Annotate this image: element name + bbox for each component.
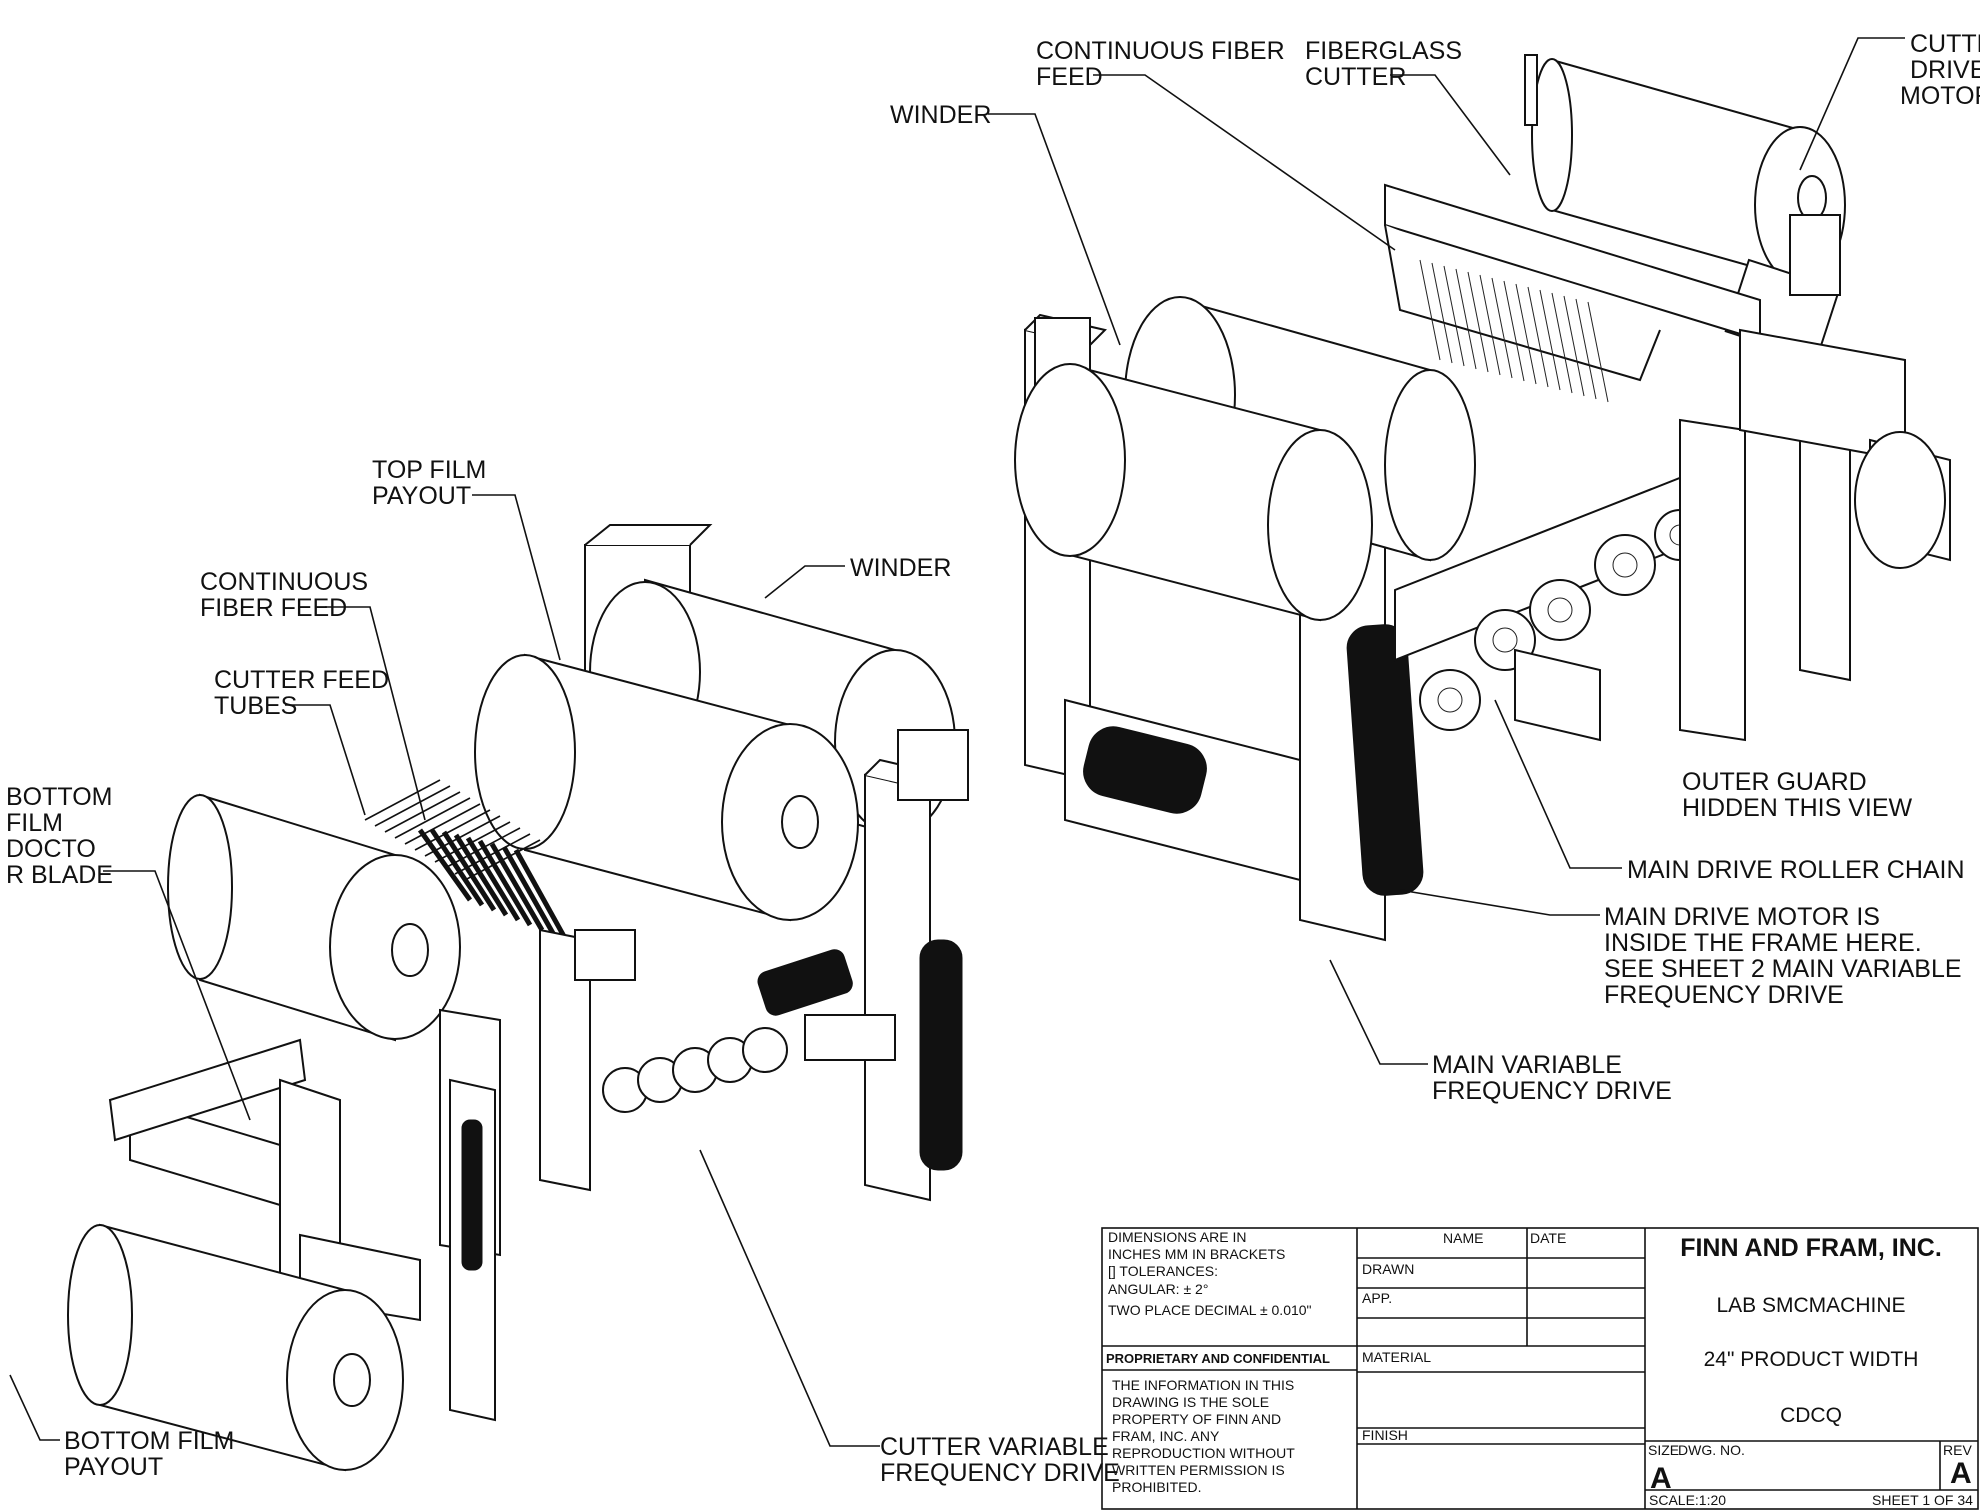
label-top-film-payout-2: PAYOUT: [372, 482, 471, 510]
label-main-drive-motor-4: FREQUENCY DRIVE: [1604, 981, 1844, 1009]
callout-labels: CUTTER DRIVE MOTOR CONTINUOUS FIBER FEED…: [6, 30, 1980, 1487]
tb-dimensions-5: TWO PLACE DECIMAL ± 0.010": [1108, 1302, 1312, 1318]
left-machine-illustration: [67, 524, 969, 1472]
tb-material: MATERIAL: [1362, 1349, 1431, 1365]
tb-notice-3: PROPERTY OF FINN AND: [1112, 1411, 1281, 1427]
tb-dimensions-4: ANGULAR: ± 2°: [1108, 1281, 1208, 1297]
leader-lines: [9, 37, 1905, 1447]
label-main-drive-motor-2: INSIDE THE FRAME HERE.: [1604, 929, 1922, 957]
label-continuous-fiber-feed-right-1: CONTINUOUS FIBER: [1036, 37, 1285, 65]
tb-dimensions-1: DIMENSIONS ARE IN: [1108, 1229, 1246, 1245]
tb-notice-1: THE INFORMATION IN THIS: [1112, 1377, 1294, 1393]
label-cutter-drive-motor-3: MOTOR: [1900, 82, 1980, 110]
label-bottom-film-doctor-blade-4: R BLADE: [6, 861, 113, 889]
label-winder-left: WINDER: [850, 554, 951, 582]
tb-notice-2: DRAWING IS THE SOLE: [1112, 1394, 1269, 1410]
tb-size-label: SIZE: [1648, 1442, 1679, 1458]
tb-notice-6: WRITTEN PERMISSION IS: [1112, 1462, 1285, 1478]
tb-size: A: [1650, 1462, 1672, 1495]
label-top-film-payout-1: TOP FILM: [372, 456, 486, 484]
tb-notice-5: REPRODUCTION WITHOUT: [1112, 1445, 1295, 1461]
tb-col-date: DATE: [1530, 1230, 1566, 1246]
label-fiberglass-cutter-1: FIBERGLASS: [1305, 37, 1462, 65]
tb-title-3: CDCQ: [1780, 1404, 1842, 1427]
tb-scale: SCALE:1:20: [1649, 1492, 1726, 1508]
title-block: DIMENSIONS ARE IN INCHES MM IN BRACKETS …: [1101, 1227, 1979, 1510]
tb-dwg-label: DWG. NO.: [1678, 1442, 1745, 1458]
tb-title-1: LAB SMCMACHINE: [1716, 1294, 1905, 1317]
label-cutter-vfd-2: FREQUENCY DRIVE: [880, 1459, 1120, 1487]
tb-dimensions-3: [] TOLERANCES:: [1108, 1263, 1218, 1279]
label-cutter-drive-motor-2: DRIVE: [1910, 56, 1980, 84]
right-machine-illustration: [1014, 54, 1951, 942]
label-cutter-drive-motor-1: CUTTER: [1910, 30, 1980, 58]
tb-app: APP.: [1362, 1290, 1392, 1306]
tb-finish: FINISH: [1362, 1427, 1408, 1443]
label-cutter-feed-tubes-1: CUTTER FEED: [214, 666, 389, 694]
label-bottom-film-doctor-blade-2: FILM: [6, 809, 63, 837]
label-outer-guard-1: OUTER GUARD: [1682, 768, 1867, 796]
label-main-vfd-2: FREQUENCY DRIVE: [1432, 1077, 1672, 1105]
tb-dimensions-2: INCHES MM IN BRACKETS: [1108, 1246, 1285, 1262]
tb-proprietary: PROPRIETARY AND CONFIDENTIAL: [1106, 1351, 1330, 1366]
tb-drawn: DRAWN: [1362, 1261, 1414, 1277]
label-main-drive-motor-3: SEE SHEET 2 MAIN VARIABLE: [1604, 955, 1962, 983]
tb-notice-4: FRAM, INC. ANY: [1112, 1428, 1220, 1444]
label-bottom-film-payout-2: PAYOUT: [64, 1453, 163, 1481]
tb-sheet: SHEET 1 OF 34: [1872, 1492, 1973, 1508]
label-cutter-feed-tubes-2: TUBES: [214, 692, 297, 720]
label-fiberglass-cutter-2: CUTTER: [1305, 63, 1406, 91]
label-main-vfd-1: MAIN VARIABLE: [1432, 1051, 1622, 1079]
label-cutter-vfd-1: CUTTER VARIABLE: [880, 1433, 1109, 1461]
tb-rev: A: [1950, 1457, 1972, 1490]
label-bottom-film-doctor-blade-3: DOCTO: [6, 835, 96, 863]
label-continuous-fiber-feed-right-2: FEED: [1036, 63, 1103, 91]
label-bottom-film-doctor-blade-1: BOTTOM: [6, 783, 112, 811]
label-continuous-fiber-feed-left-1: CONTINUOUS: [200, 568, 368, 596]
tb-col-name: NAME: [1443, 1230, 1483, 1246]
label-winder-right: WINDER: [890, 101, 991, 129]
label-main-drive-motor-1: MAIN DRIVE MOTOR IS: [1604, 903, 1880, 931]
label-main-drive-roller-chain: MAIN DRIVE ROLLER CHAIN: [1627, 856, 1965, 884]
label-outer-guard-2: HIDDEN THIS VIEW: [1682, 794, 1913, 822]
tb-company: FINN AND FRAM, INC.: [1680, 1234, 1942, 1262]
tb-title-2: 24" PRODUCT WIDTH: [1704, 1348, 1919, 1371]
label-continuous-fiber-feed-left-2: FIBER FEED: [200, 594, 347, 622]
label-bottom-film-payout-1: BOTTOM FILM: [64, 1427, 234, 1455]
tb-rev-label: REV: [1943, 1442, 1972, 1458]
tb-notice-7: PROHIBITED.: [1112, 1479, 1201, 1495]
